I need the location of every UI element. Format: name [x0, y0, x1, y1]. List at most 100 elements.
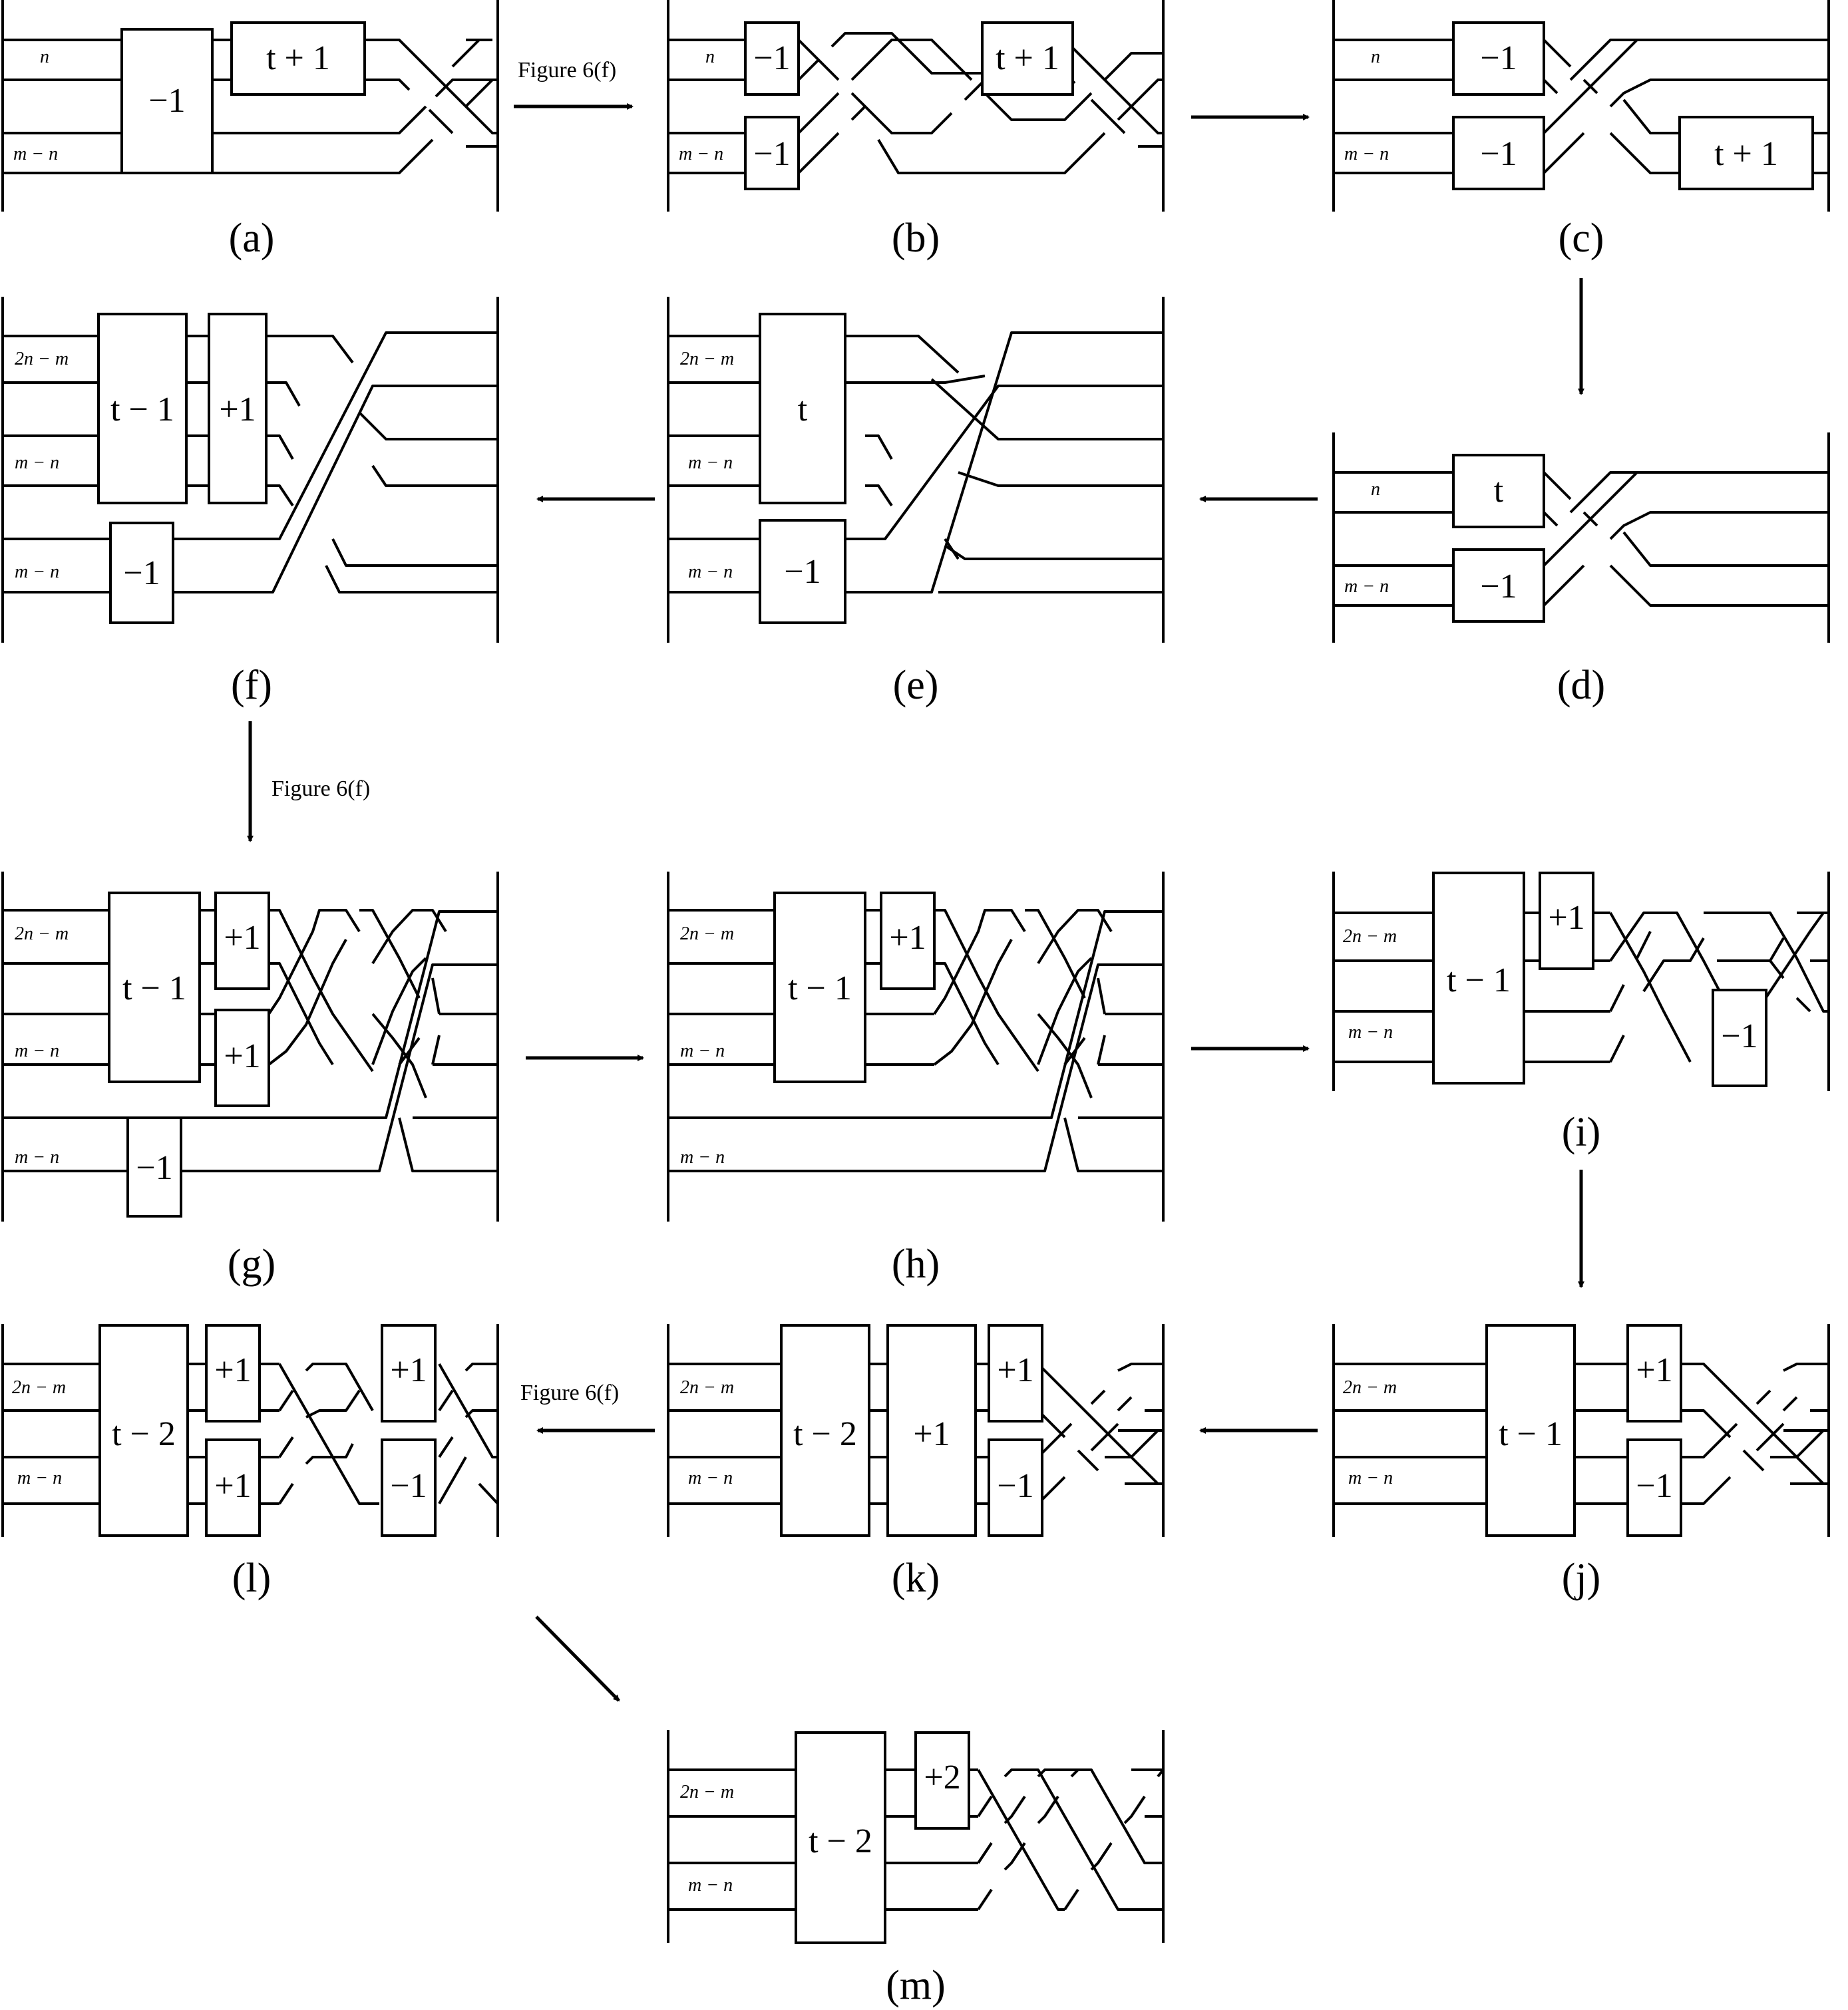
panel-caption: (k): [892, 1556, 940, 1601]
twist-box: [1452, 21, 1545, 96]
twist-box: [1678, 116, 1814, 190]
twist-box-label: −1: [1480, 39, 1517, 77]
panel-e: t −1 2n − m m − n m − n (e): [667, 297, 1165, 708]
twist-box-label: −1: [997, 1467, 1033, 1505]
strand-label: 2n − m: [680, 349, 734, 369]
panel-d: t −1 n m − n (d): [1332, 432, 1830, 708]
twist-box: [1452, 116, 1545, 190]
twist-box-label: +1: [1548, 899, 1584, 937]
strand-label: m − n: [1344, 144, 1389, 164]
strand: [325, 411, 498, 593]
twist-box: [759, 313, 846, 504]
panel-f: t − 1 +1 −1 2n − m m − n m − n (f): [1, 297, 499, 708]
strand: [451, 39, 492, 68]
twist-box-label: −1: [148, 82, 185, 120]
strand: [668, 39, 1163, 134]
twist-box: [108, 892, 201, 1083]
twist-box-label: t − 1: [1499, 1415, 1563, 1453]
strand-label: m − n: [680, 1147, 725, 1168]
arrow-l-to-m: [535, 1615, 620, 1702]
twist-box: [988, 1438, 1043, 1537]
twist-box: [1485, 1324, 1576, 1537]
strand-label: m − n: [17, 1468, 62, 1488]
strand: [668, 39, 1163, 134]
strand-label: n: [705, 47, 715, 67]
panel-caption: (h): [892, 1242, 940, 1287]
twist-box-label: +1: [889, 919, 926, 957]
twist-box: [988, 1324, 1043, 1423]
arrow-a-to-b: Figure 6(f): [514, 58, 634, 110]
twist-box-label: t: [798, 391, 808, 428]
arrow-label: Figure 6(f): [520, 1381, 619, 1405]
panel-i: t − 1 +1 −1 2n − m m − n (i): [1332, 872, 1830, 1155]
twist-box: [109, 522, 174, 624]
twist-box-label: t − 2: [793, 1415, 857, 1453]
twist-box: [744, 116, 800, 190]
strand: [268, 909, 374, 1073]
strand-label: 2n − m: [680, 1377, 734, 1398]
twist-box-label: t − 2: [809, 1822, 872, 1860]
strand: [278, 1363, 379, 1505]
twist-box-label: −1: [390, 1467, 427, 1505]
strand: [668, 335, 845, 487]
strand: [1609, 912, 1732, 1063]
twist-box: [230, 21, 366, 96]
strand-label: 2n − m: [15, 349, 69, 369]
twist-box-label: +1: [224, 1037, 260, 1075]
strand: [845, 378, 1163, 593]
strand: [1704, 912, 1829, 1013]
twist-box-label: t − 1: [122, 969, 186, 1007]
twist-box-label: −1: [753, 135, 790, 173]
twist-box: [795, 1731, 886, 1944]
strand-label: n: [1371, 479, 1380, 500]
panel-b: −1 −1 t + 1 n m − n (b): [667, 0, 1165, 261]
strand-label: m − n: [688, 1468, 733, 1488]
panel-h: t − 1 +1 2n − m m − n m − n (h): [667, 872, 1165, 1287]
twist-box: [381, 1324, 437, 1423]
twist-box-label: t + 1: [1714, 135, 1778, 173]
strand: [1334, 39, 1829, 94]
arrow-f-to-g: Figure 6(f): [247, 721, 370, 842]
twist-box: [120, 28, 214, 174]
strand: [668, 331, 1163, 593]
strand-label: m − n: [13, 144, 58, 164]
strand-label: 2n − m: [1343, 926, 1397, 947]
twist-box: [98, 1324, 189, 1537]
twist-box: [97, 313, 188, 504]
strand-label: m − n: [1348, 1468, 1393, 1488]
twist-box: [1452, 454, 1545, 528]
panel-g: t − 1 +1 +1 −1 2n − m m − n m − n (g): [1, 872, 499, 1287]
strand: [438, 1363, 499, 1505]
strand: [668, 910, 1163, 1172]
twist-box: [1712, 989, 1767, 1087]
strand: [398, 963, 498, 1172]
twist-box: [981, 21, 1074, 96]
twist-box-label: −1: [753, 39, 790, 77]
twist-box: [208, 313, 268, 504]
twist-box-label: −1: [136, 1149, 172, 1187]
twist-box-label: +2: [924, 1759, 960, 1796]
twist-box-label: +1: [219, 391, 256, 428]
strand-label: m − n: [15, 452, 59, 473]
twist-box-label: t − 1: [110, 391, 174, 428]
strand: [1105, 1363, 1163, 1485]
twist-box: [1452, 548, 1545, 623]
strand: [977, 1768, 1165, 1911]
strand-label: m − n: [679, 144, 723, 164]
strand-label: 2n − m: [1343, 1377, 1397, 1398]
twist-box: [744, 21, 800, 96]
strand-label: 2n − m: [15, 923, 69, 944]
panel-caption: (a): [229, 216, 275, 261]
strand: [845, 335, 986, 507]
strand-label: m − n: [688, 452, 733, 473]
twist-box-label: t + 1: [996, 39, 1059, 77]
panel-caption: (e): [893, 663, 939, 708]
panel-caption: (i): [1562, 1110, 1601, 1155]
twist-box-label: +1: [913, 1415, 950, 1453]
strand-label: m − n: [15, 1041, 59, 1061]
twist-box-label: +1: [390, 1351, 427, 1389]
twist-box-label: t − 1: [1447, 961, 1511, 999]
strand: [1063, 977, 1163, 1172]
arrow-label: Figure 6(f): [272, 776, 370, 801]
